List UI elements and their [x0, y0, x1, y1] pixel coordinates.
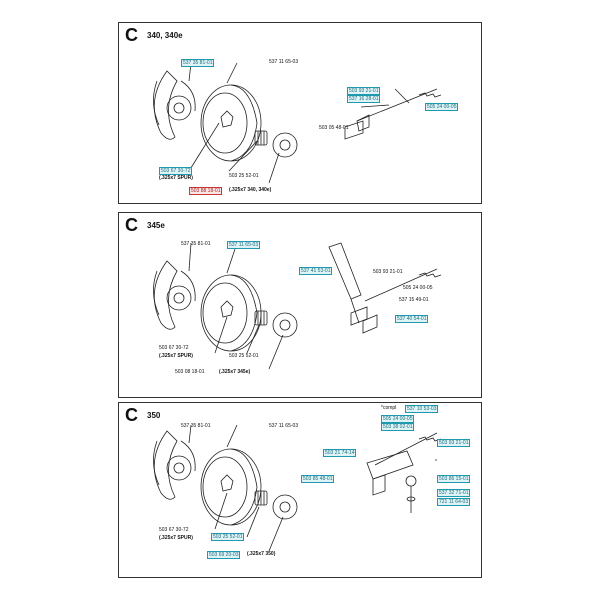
section-title: 345e: [147, 221, 165, 230]
part-label: 537 10 53-03: [405, 405, 439, 413]
part-label: (.325x7 SPUR): [159, 535, 193, 541]
part-label: 503 88 18-01: [189, 187, 223, 195]
part-label: 503 69 20-03: [207, 551, 241, 559]
part-label: 503 25 52-01: [229, 173, 259, 179]
section-title: 340, 340e: [147, 31, 183, 40]
part-label: 503 67 30-72: [159, 527, 189, 533]
part-label: 721 11 64-03: [437, 498, 471, 506]
part-label: 505 24 00-05: [381, 415, 415, 423]
section-letter: C: [125, 25, 138, 45]
part-label: (.325x7 SPUR): [159, 175, 193, 181]
clutch-assembly-drawing: [153, 62, 442, 184]
part-label: 503 38 02-01: [381, 423, 415, 431]
part-label: (.325x7 340, 340e): [229, 187, 272, 193]
section-title: 350: [147, 411, 161, 420]
part-label: *: [435, 459, 437, 465]
part-label: 537 11 65-03: [269, 59, 299, 65]
part-label: 503 85 48-01: [301, 475, 335, 483]
part-label: 537 35 81-01: [181, 59, 215, 67]
part-label: 505 24 00-05: [403, 285, 433, 291]
clutch-assembly-drawing: [153, 424, 442, 552]
clutch-assembly-drawing: [153, 242, 442, 370]
part-label: 503 93 21-01: [437, 439, 471, 447]
part-label: 505 24 00-05: [425, 103, 459, 111]
part-label: 537 35 81-01: [181, 423, 211, 429]
section-letter: C: [125, 215, 138, 235]
part-label: 537 40 54-01: [395, 315, 429, 323]
part-label: 503 25 52-01: [211, 533, 245, 541]
part-label: 537 32 71-01: [437, 489, 471, 497]
part-label: 503 67 30-72: [159, 345, 189, 351]
part-label: (.325x7 SPUR): [159, 353, 193, 359]
part-label: 537 16 28-01: [347, 95, 381, 103]
part-label: 503 67 30-72: [159, 167, 193, 175]
section-letter: C: [125, 405, 138, 425]
part-label: *compl: [381, 405, 397, 411]
part-label: 503 93 21-01: [373, 269, 403, 275]
part-label: 503 05 48-01: [319, 125, 349, 131]
part-label: (.325x7 345e): [219, 369, 251, 375]
section-345e: C 345e: [118, 212, 482, 398]
section-350: C 350: [118, 402, 482, 578]
part-label: 537 15 49-01: [399, 297, 429, 303]
section-340: C 340, 340e: [118, 22, 482, 204]
part-label: (.325x7 350): [247, 551, 276, 557]
part-label: 537 11 65-03: [227, 241, 261, 249]
part-label: 503 93 21-01: [347, 87, 381, 95]
part-label: 503 86 15-01: [437, 475, 471, 483]
part-label: 503 21 74-14: [323, 449, 357, 457]
part-label: 503 08 18-01: [175, 369, 205, 375]
part-label: 537 41 53-01: [299, 267, 333, 275]
part-label: 537 11 65-03: [269, 423, 299, 429]
part-label: 503 25 52-01: [229, 353, 259, 359]
part-label: 537 35 81-01: [181, 241, 211, 247]
